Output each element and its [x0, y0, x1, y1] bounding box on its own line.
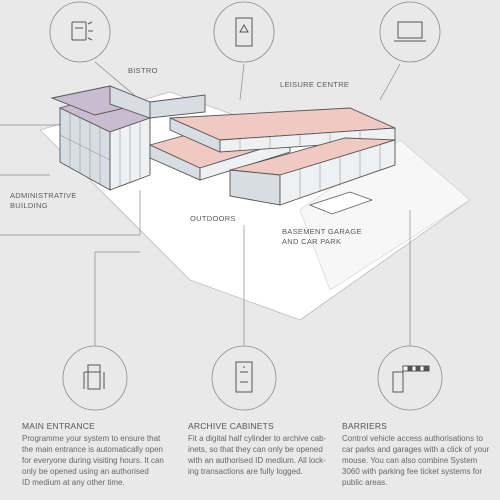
- callout-laptop: [379, 1, 441, 63]
- barriers-description: Control vehicle access authorisations to…: [342, 433, 498, 488]
- text-line: ing transactions are fully logged.: [188, 467, 303, 476]
- callout-bistro: [49, 1, 111, 63]
- callout-barriers: [377, 345, 443, 411]
- archive-cabinets-title: ARCHIVE CABINETS: [188, 421, 274, 431]
- text-line: for everyone during visiting hours. It c…: [22, 456, 164, 465]
- leisure-centre-building: [169, 107, 396, 153]
- label-administrative-building: ADMINISTRATIVE BUILDING: [10, 191, 77, 210]
- lower-wing-building: [229, 137, 396, 206]
- text-line: only be opened using an authorised: [22, 467, 149, 476]
- text-line: mouse. You can also combine System: [342, 456, 478, 465]
- label-line: AND CAR PARK: [282, 236, 342, 246]
- wall-reader-icon: [71, 21, 93, 41]
- text-line: Control vehicle access authorisations to: [342, 434, 483, 443]
- archive-cabinets-description: Fit a digital half cylinder to archive c…: [188, 433, 348, 477]
- text-line: car parks and garages with a click of yo…: [342, 445, 490, 454]
- label-basement-garage: BASEMENT GARAGE AND CAR PARK: [282, 227, 362, 246]
- text-line: 3060 with parking fee ticket systems for: [342, 467, 483, 476]
- label-bistro: BISTRO: [128, 66, 158, 75]
- laptop-icon: [394, 21, 426, 42]
- text-line: public areas.: [342, 478, 388, 487]
- turnstile-icon: [83, 364, 105, 390]
- text-line: ID medium at any other time.: [22, 478, 125, 487]
- text-line: inets, so that they can only be opened: [188, 445, 323, 454]
- callout-archive-cabinets: [211, 345, 277, 411]
- garage-ramp: [308, 191, 374, 215]
- label-outdoors: OUTDOORS: [190, 214, 236, 223]
- leader-line: [239, 63, 245, 101]
- leader-lines: [0, 61, 411, 350]
- leader-line: [94, 61, 141, 101]
- cabinet-icon: [235, 361, 253, 393]
- label-line: BASEMENT GARAGE: [282, 227, 362, 236]
- label-line: ADMINISTRATIVE: [10, 191, 77, 200]
- text-line: with an authorised ID medium. All lock-: [188, 456, 326, 465]
- barrier-icon: [392, 365, 430, 393]
- barriers-title: BARRIERS: [342, 421, 388, 431]
- main-entrance-title: MAIN ENTRANCE: [22, 421, 95, 431]
- label-line: BUILDING: [10, 200, 48, 210]
- door-icon: [235, 17, 253, 47]
- leader-line: [379, 63, 401, 101]
- callout-main-entrance: [62, 345, 128, 411]
- text-line: Programme your system to ensure that: [22, 434, 161, 443]
- label-leisure-centre: LEISURE CENTRE: [280, 80, 350, 89]
- text-line: Fit a digital half cylinder to archive c…: [188, 434, 327, 443]
- text-line: the main entrance is automatically open: [22, 445, 163, 454]
- bistro-building: [50, 85, 206, 119]
- callout-leisure-centre: [213, 1, 275, 63]
- main-entrance-description: Programme your system to ensure that the…: [22, 433, 192, 488]
